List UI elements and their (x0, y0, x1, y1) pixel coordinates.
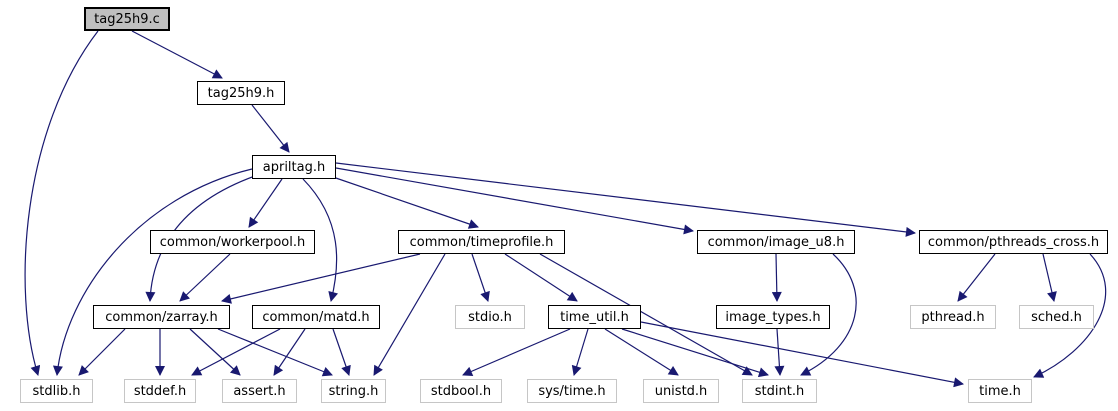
graph-node-timeprofile_h[interactable]: common/timeprofile.h (398, 230, 565, 254)
graph-node-matd_h[interactable]: common/matd.h (252, 305, 380, 329)
edge-apriltag_h-to-pthreads_cross_h (335, 162, 916, 237)
edge-timeprofile_h-to-stdio_h (471, 253, 490, 302)
graph-node-sys_time_h: sys/time.h (527, 379, 617, 403)
edge-zarray_h-to-assert_h (189, 328, 241, 376)
edge-timeprofile_h-to-string_h (373, 253, 446, 376)
edge-matd_h-to-assert_h (273, 328, 306, 376)
graph-node-sched_h: sched.h (1019, 305, 1094, 329)
edge-time_util_h-to-stdint_h (621, 328, 769, 378)
edge-pthreads_cross_h-to-pthread_h (957, 253, 996, 302)
edge-image_u8_h-to-stdint_h (800, 253, 857, 376)
edge-matd_h-to-string_h (332, 328, 351, 376)
graph-node-string_h: string.h (321, 379, 386, 403)
edge-time_util_h-to-sys_time_h (571, 328, 589, 376)
edge-image_u8_h-to-image_types_h (771, 253, 782, 302)
graph-node-workerpool_h[interactable]: common/workerpool.h (150, 230, 315, 254)
edge-matd_h-to-stddef_h (191, 328, 281, 376)
edge-zarray_h-to-stdlib_h (78, 328, 126, 376)
graph-node-stdint_h: stdint.h (742, 379, 817, 403)
graph-node-apriltag_h[interactable]: apriltag.h (252, 155, 336, 179)
graph-node-time_util_h[interactable]: time_util.h (548, 305, 641, 329)
edge-time_util_h-to-stdbool_h (462, 328, 571, 377)
edge-timeprofile_h-to-stdint_h (539, 253, 753, 376)
edge-apriltag_h-to-image_u8_h (335, 167, 694, 235)
graph-node-assert_h: assert.h (222, 379, 297, 403)
graph-node-tag25h9_h[interactable]: tag25h9.h (197, 81, 285, 105)
edge-tag25h9_h-to-apriltag_h (251, 104, 290, 153)
edge-time_util_h-to-time_h (640, 321, 964, 388)
graph-node-stdio_h: stdio.h (455, 305, 525, 329)
graph-node-stddef_h: stddef.h (124, 379, 196, 403)
graph-node-tag25h9_c[interactable]: tag25h9.c (84, 7, 170, 31)
edge-workerpool_h-to-zarray_h (179, 253, 231, 302)
edge-timeprofile_h-to-zarray_h (221, 253, 421, 304)
graph-node-stdbool_h: stdbool.h (420, 379, 502, 403)
edge-apriltag_h-to-workerpool_h (248, 178, 283, 228)
edge-apriltag_h-to-stdlib_h (52, 168, 253, 376)
edge-timeprofile_h-to-time_util_h (504, 253, 578, 302)
edge-tag25h9_c-to-tag25h9_h (131, 30, 223, 79)
graph-node-time_h: time.h (968, 379, 1032, 403)
edge-image_types_h-to-stdint_h (774, 328, 785, 376)
graph-node-pthreads_cross_h[interactable]: common/pthreads_cross.h (919, 230, 1108, 254)
edge-pthreads_cross_h-to-sched_h (1042, 253, 1057, 302)
graph-node-unistd_h: unistd.h (643, 379, 719, 403)
edge-zarray_h-to-string_h (217, 328, 333, 377)
edge-tag25h9_c-to-stdlib_h (24, 30, 99, 376)
graph-node-stdlib_h: stdlib.h (20, 379, 93, 403)
graph-node-image_u8_h[interactable]: common/image_u8.h (697, 230, 855, 254)
edge-pthreads_cross_h-to-time_h (1033, 253, 1107, 378)
edge-apriltag_h-to-matd_h (302, 178, 339, 302)
graph-node-zarray_h[interactable]: common/zarray.h (93, 305, 230, 329)
edge-time_util_h-to-unistd_h (604, 328, 679, 376)
graph-node-pthread_h: pthread.h (910, 305, 996, 329)
graph-node-image_types_h[interactable]: image_types.h (716, 305, 830, 329)
edge-apriltag_h-to-timeprofile_h (329, 175, 479, 229)
